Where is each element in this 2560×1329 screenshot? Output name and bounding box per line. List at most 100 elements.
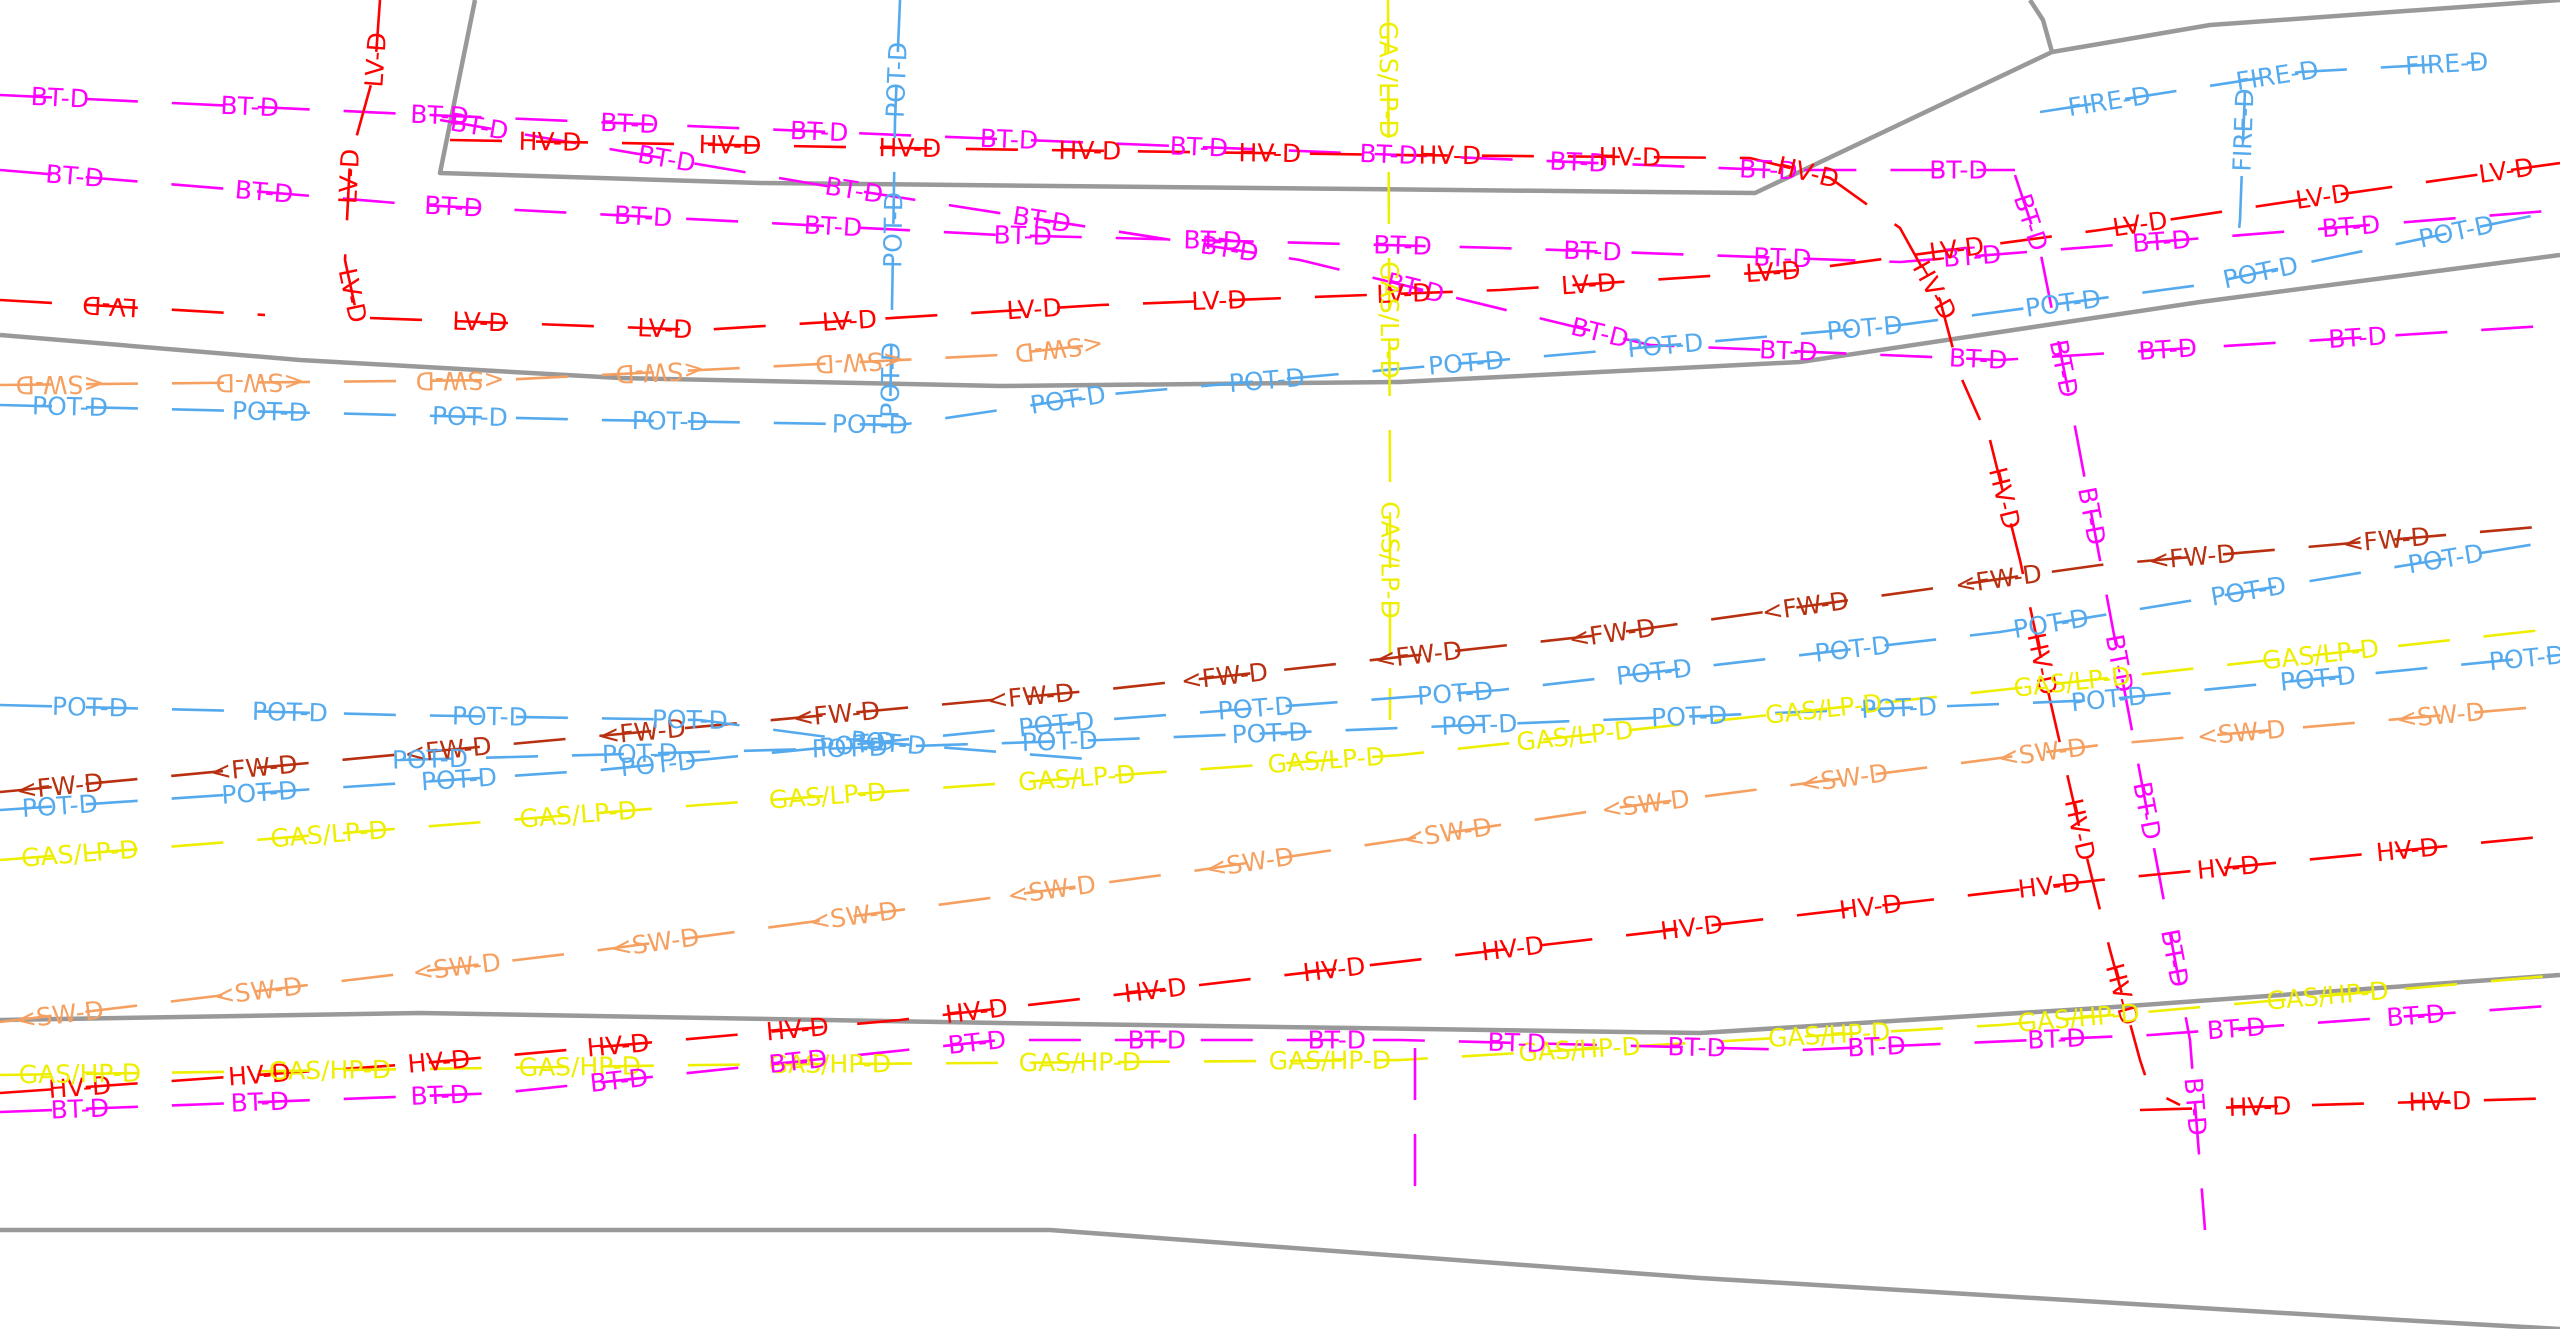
- utility-label-hv: HV-D: [1238, 138, 1301, 168]
- utility-label-bt: BT-D: [1169, 131, 1229, 162]
- utility-label-pot: POT-D: [881, 41, 913, 118]
- utility-label-bt: BT-D: [767, 1044, 828, 1079]
- utility-label-bt: BT-D: [1753, 242, 1812, 273]
- utility-label-lv: LV-D: [333, 148, 365, 204]
- utility-line-pot: [888, 0, 902, 421]
- utility-label-pot: POT-D: [1231, 717, 1308, 749]
- utility-label-gashp: GAS/HP-D: [269, 1055, 392, 1086]
- utility-label-pot: POT-D: [1626, 328, 1704, 364]
- utility-label-bt: BT-D: [424, 191, 484, 223]
- utility-label-lv: LV-D: [821, 304, 878, 336]
- utility-label-fire: FIRE-D: [2227, 88, 2259, 172]
- utility-label-pot: POT-D: [832, 409, 909, 439]
- utility-label-lv: LV-D: [1006, 293, 1063, 325]
- utility-label-bt: BT-D: [946, 1025, 1007, 1060]
- utility-label-bt: BT-D: [2327, 321, 2387, 354]
- utility-label-sw: <SW-D: [215, 367, 304, 397]
- utility-line-lv: [0, 298, 266, 317]
- boundary-line: [0, 972, 2560, 1036]
- utility-label-bt: BT-D: [220, 91, 280, 123]
- utility-line-pot: [399, 653, 2560, 762]
- utility-label-gashp: GAS/HP-D: [1019, 1047, 1142, 1077]
- utility-line-bt: [0, 93, 2015, 172]
- utility-label-bt: BT-D: [30, 82, 90, 114]
- utility-label-pot: POT-D: [1427, 345, 1505, 381]
- utility-line-pot: [0, 703, 1101, 762]
- utility-label-pot: POT-D: [432, 401, 509, 432]
- utility-label-hv: HV-D: [227, 1058, 292, 1091]
- utility-label-bt: BT-D: [2179, 1076, 2212, 1137]
- utility-label-bt: BT-D: [1667, 1032, 1726, 1062]
- utility-label-bt: BT-D: [2131, 225, 2192, 258]
- utility-label-bt: BT-D: [600, 108, 660, 139]
- utility-label-bt: BT-D: [1183, 225, 1242, 256]
- utility-line-bt: [2013, 174, 2207, 1231]
- utility-label-bt: BT-D: [1487, 1028, 1546, 1058]
- utility-label-pot: POT-D: [1416, 676, 1494, 711]
- utility-line-hv: [2139, 1096, 2560, 1112]
- utility-label-bt: BT-D: [789, 116, 849, 147]
- utility-label-pot: POT-D: [849, 726, 927, 761]
- utility-label-pot: POT-D: [1021, 726, 1098, 757]
- utility-label-pot: POT-D: [452, 701, 529, 731]
- utility-label-pot: POT-D: [1228, 363, 1306, 399]
- utility-label-lv: LV-D: [81, 290, 138, 322]
- utility-line-gaslp: [1386, 0, 1392, 720]
- utility-label-bt: BT-D: [993, 220, 1052, 251]
- utility-label-hv: HV-D: [2228, 1091, 2292, 1122]
- utility-line-gashp: [0, 973, 2560, 1077]
- utility-label-pot: POT-D: [876, 342, 906, 419]
- utility-label-pot: POT-D: [602, 738, 679, 769]
- utility-label-bt: BT-D: [1549, 147, 1609, 178]
- utility-label-gaslp: GAS/LP-D: [1374, 21, 1403, 139]
- utility-label-lv: LV-D: [1745, 256, 1802, 289]
- utility-line-lv: [369, 161, 2560, 332]
- utility-label-pot: POT-D: [1861, 692, 1938, 724]
- utility-label-lv: LV-D: [452, 307, 508, 338]
- utility-label-gashp: GAS/HP-D: [19, 1059, 142, 1090]
- utility-line-pot: [0, 538, 2560, 812]
- utility-label-bt: BT-D: [588, 1063, 649, 1098]
- utility-label-lv: LV-D: [1376, 278, 1432, 309]
- utility-label-bt: BT-D: [410, 1080, 469, 1111]
- utility-label-gashp: GAS/HP-D: [1767, 1017, 1891, 1053]
- utility-label-bt: BT-D: [2321, 210, 2382, 243]
- utility-label-hv: HV-D: [1418, 141, 1481, 171]
- utility-label-bt: BT-D: [234, 175, 295, 209]
- utility-label-bt: BT-D: [979, 124, 1039, 155]
- utility-label-lv: LV-D: [1927, 231, 1985, 267]
- utility-label-sw: <SW-D: [615, 355, 705, 388]
- utility-label-pot: POT-D: [392, 744, 469, 775]
- utility-label-pot: POT-D: [878, 192, 908, 268]
- utility-label-pot: POT-D: [252, 697, 329, 728]
- boundary-line: [0, 252, 2560, 389]
- utility-label-gashp: GAS/HP-D: [519, 1051, 642, 1082]
- utility-label-hv: HV-D: [2196, 850, 2261, 885]
- utility-label-bt: BT-D: [2206, 1012, 2266, 1045]
- utility-line-pot: [0, 208, 2560, 427]
- utility-line-sw: [0, 341, 1111, 387]
- utility-line-hv: [1988, 439, 2181, 1107]
- utility-line-bt: [0, 168, 2560, 264]
- utility-label-bt: BT-D: [1942, 240, 2003, 273]
- utility-line-hv: [449, 138, 1982, 421]
- boundary-line: [2028, 0, 2055, 53]
- utility-label-bt: BT-D: [230, 1086, 289, 1117]
- utility-label-bt: BT-D: [1739, 154, 1799, 185]
- utility-line-hv: [0, 833, 2560, 1095]
- utility-label-bt: BT-D: [1948, 343, 2008, 375]
- utility-label-pot: POT-D: [1217, 691, 1295, 726]
- utility-line-fire: [2236, 89, 2247, 241]
- utility-line-gaslp: [0, 626, 2560, 862]
- utility-label-bt: BT-D: [1359, 139, 1419, 170]
- utility-label-fire: FIRE-D: [2404, 47, 2489, 81]
- utility-label-bt: BT-D: [410, 100, 470, 131]
- utility-label-lv: LV-D: [359, 31, 392, 88]
- utility-label-hv: HV-D: [1058, 136, 1121, 166]
- utility-label-pot: POT-D: [1825, 310, 1903, 346]
- utility-label-lv: LV-D: [637, 313, 693, 344]
- utility-label-gaslp: GAS/LP-D: [1376, 501, 1405, 619]
- utility-label-hv: HV-D: [1598, 142, 1661, 172]
- boundary-line: [437, 0, 2560, 196]
